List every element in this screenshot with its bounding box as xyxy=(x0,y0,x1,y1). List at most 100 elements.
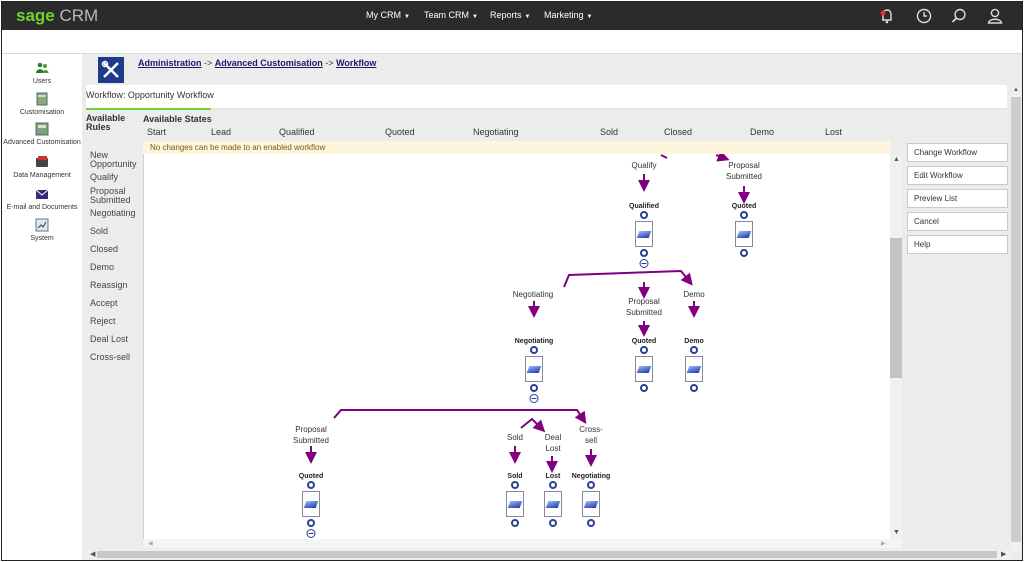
scroll-down-icon[interactable]: ▼ xyxy=(893,529,900,536)
state-exit-point[interactable] xyxy=(307,519,315,527)
state-start[interactable]: Start xyxy=(147,127,167,137)
transition-demo[interactable]: Demo xyxy=(683,290,705,299)
menu-marketing[interactable]: Marketing▼ xyxy=(544,10,593,20)
change-workflow-button[interactable]: Change Workflow xyxy=(907,143,1008,162)
nav-item-email-documents[interactable]: E-mail and Documents xyxy=(2,187,82,211)
state-demo[interactable]: Demo xyxy=(750,127,775,137)
state-entry-point[interactable] xyxy=(511,481,519,489)
rule-cross-sell[interactable]: Cross-sell xyxy=(90,352,131,362)
state-quoted[interactable]: Quoted xyxy=(385,127,415,137)
breadcrumb-separator: -> xyxy=(322,58,337,68)
state-exit-point[interactable] xyxy=(640,384,648,392)
rule-proposal-submitted[interactable]: Proposal Submitted xyxy=(90,186,131,205)
preview-list-button[interactable]: Preview List xyxy=(907,189,1008,208)
search-icon[interactable] xyxy=(950,7,968,25)
brand-logo[interactable]: sage CRM xyxy=(16,6,98,26)
nav-item-users[interactable]: Users xyxy=(2,61,82,85)
state-entry-point[interactable] xyxy=(640,346,648,354)
state-entry-point[interactable] xyxy=(690,346,698,354)
state-sold[interactable]: Sold xyxy=(600,127,619,137)
transition-qualify[interactable]: Qualify xyxy=(631,161,657,170)
rule-qualify[interactable]: Qualify xyxy=(90,172,119,182)
rule-negotiating[interactable]: Negotiating xyxy=(90,208,136,218)
collapse-icon[interactable] xyxy=(639,259,649,268)
advanced-customisation-icon xyxy=(35,122,49,136)
transition-negotiating[interactable]: Negotiating xyxy=(512,290,554,299)
workflow-diagram: Qualify Proposal Submitted Qualified Quo… xyxy=(143,154,890,539)
transition-proposal-submitted[interactable]: Proposal Submitted xyxy=(292,425,330,445)
state-lead[interactable]: Lead xyxy=(211,127,232,137)
rule-deal-lost[interactable]: Deal Lost xyxy=(90,334,129,344)
user-icon[interactable] xyxy=(986,7,1004,25)
collapse-icon[interactable] xyxy=(306,529,316,538)
state-node-quoted[interactable] xyxy=(635,356,653,382)
transition-sold[interactable]: Sold xyxy=(506,433,524,442)
help-button[interactable]: Help xyxy=(907,235,1008,254)
state-node-label-negotiating: Negotiating xyxy=(514,338,554,345)
cancel-button[interactable]: Cancel xyxy=(907,212,1008,231)
scroll-left-icon[interactable]: ◀ xyxy=(90,551,96,558)
state-node-demo[interactable] xyxy=(685,356,703,382)
rule-demo[interactable]: Demo xyxy=(90,262,115,272)
rule-closed[interactable]: Closed xyxy=(90,244,119,254)
transition-deal-lost[interactable]: Deal Lost xyxy=(544,433,562,453)
transition-proposal-submitted[interactable]: Proposal Submitted xyxy=(725,161,763,181)
rule-sold[interactable]: Sold xyxy=(90,226,109,236)
state-node-qualified[interactable] xyxy=(635,221,653,247)
state-entry-point[interactable] xyxy=(740,211,748,219)
state-entry-point[interactable] xyxy=(640,211,648,219)
rule-reject[interactable]: Reject xyxy=(90,316,116,326)
state-exit-point[interactable] xyxy=(511,519,519,527)
notification-bell-icon[interactable] xyxy=(878,7,896,25)
page-horizontal-scroll-thumb[interactable] xyxy=(97,551,997,558)
state-qualified[interactable]: Qualified xyxy=(279,127,315,137)
breadcrumb-administration[interactable]: Administration xyxy=(138,58,202,68)
state-entry-point[interactable] xyxy=(307,481,315,489)
scroll-right-icon[interactable]: ▶ xyxy=(881,541,886,547)
diagram-vertical-scroll-thumb[interactable] xyxy=(890,238,902,378)
scroll-right-icon[interactable]: ▶ xyxy=(1001,551,1007,558)
menu-reports[interactable]: Reports▼ xyxy=(490,10,531,20)
collapse-icon[interactable] xyxy=(529,394,539,403)
nav-item-advanced-customisation[interactable]: Advanced Customisation xyxy=(2,122,82,146)
rule-reassign[interactable]: Reassign xyxy=(90,280,128,290)
rule-accept[interactable]: Accept xyxy=(90,298,118,308)
state-entry-point[interactable] xyxy=(530,346,538,354)
state-node-quoted[interactable] xyxy=(302,491,320,517)
nav-item-data-management[interactable]: Data Management xyxy=(2,155,82,179)
state-exit-point[interactable] xyxy=(530,384,538,392)
state-node-lost[interactable] xyxy=(544,491,562,517)
state-node-sold[interactable] xyxy=(506,491,524,517)
scroll-left-icon[interactable]: ◀ xyxy=(148,541,153,547)
nav-item-customisation[interactable]: Customisation xyxy=(2,92,82,116)
brand-sage: sage xyxy=(16,6,55,25)
breadcrumb-workflow[interactable]: Workflow xyxy=(336,58,377,68)
state-lost[interactable]: Lost xyxy=(825,127,843,137)
state-exit-point[interactable] xyxy=(740,249,748,257)
menu-team-crm[interactable]: Team CRM▼ xyxy=(424,10,478,20)
state-exit-point[interactable] xyxy=(549,519,557,527)
rule-new-opportunity[interactable]: New Opportunity xyxy=(90,150,137,169)
recent-clock-icon[interactable] xyxy=(915,7,933,25)
scroll-up-icon[interactable]: ▲ xyxy=(893,156,900,163)
state-negotiating[interactable]: Negotiating xyxy=(473,127,519,137)
state-exit-point[interactable] xyxy=(690,384,698,392)
nav-item-system[interactable]: System xyxy=(2,218,82,242)
page-vertical-scroll-thumb[interactable] xyxy=(1011,97,1021,542)
state-node-negotiating[interactable] xyxy=(525,356,543,382)
state-exit-point[interactable] xyxy=(587,519,595,527)
state-entry-point[interactable] xyxy=(549,481,557,489)
caret-down-icon: ▼ xyxy=(586,14,593,20)
state-node-quoted[interactable] xyxy=(735,221,753,247)
state-exit-point[interactable] xyxy=(640,249,648,257)
edit-workflow-button[interactable]: Edit Workflow xyxy=(907,166,1008,185)
transition-cross-sell[interactable]: Cross-sell xyxy=(579,425,603,445)
diagram-horizontal-scrollbar[interactable] xyxy=(143,539,902,548)
menu-my-crm[interactable]: My CRM▼ xyxy=(366,10,410,20)
state-node-negotiating[interactable] xyxy=(582,491,600,517)
transition-proposal-submitted[interactable]: Proposal Submitted xyxy=(625,297,663,317)
state-closed[interactable]: Closed xyxy=(664,127,693,137)
state-entry-point[interactable] xyxy=(587,481,595,489)
breadcrumb-advanced-customisation[interactable]: Advanced Customisation xyxy=(214,58,323,68)
scroll-up-icon[interactable]: ▲ xyxy=(1013,87,1019,93)
